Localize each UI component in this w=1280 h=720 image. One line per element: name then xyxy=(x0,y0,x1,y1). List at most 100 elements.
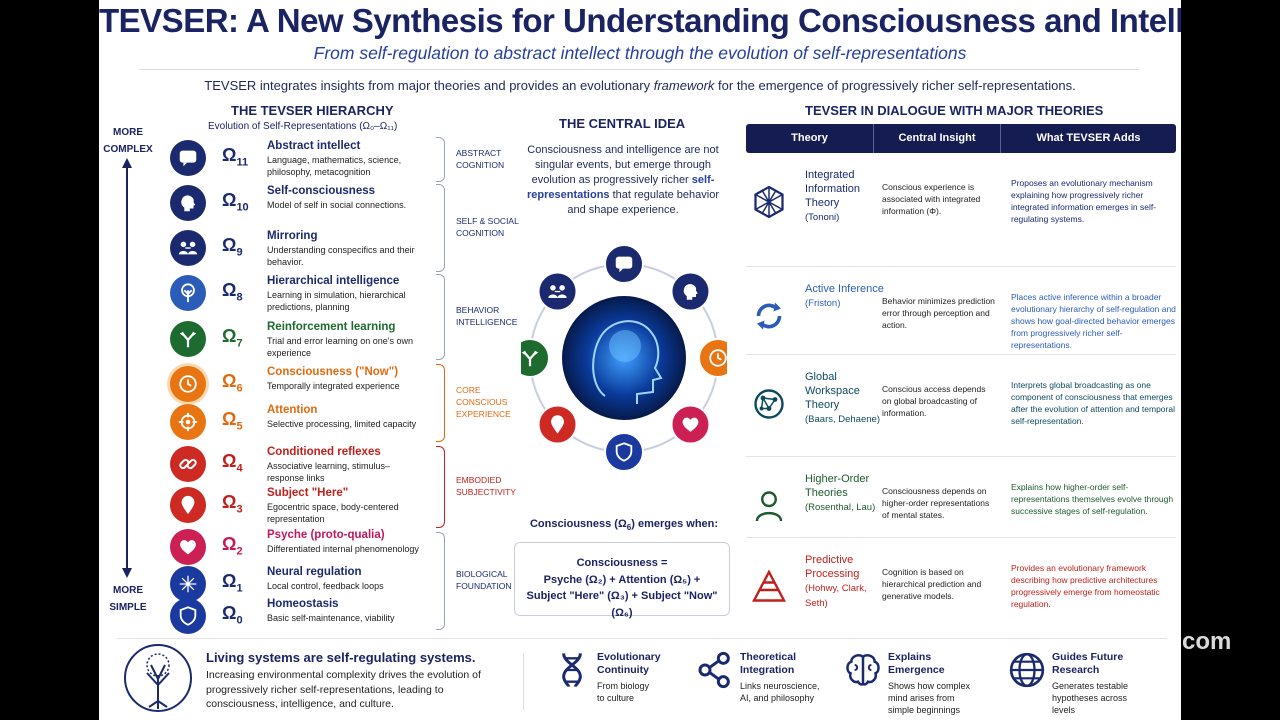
omega-subscript: 0 xyxy=(236,614,243,627)
theory-title: Higher-Order Theories xyxy=(805,473,870,499)
row-divider xyxy=(746,266,1176,267)
branching-arrow-icon xyxy=(179,331,197,348)
page-subtitle: From self-regulation to abstract intelle… xyxy=(313,43,967,63)
head-profile-icon xyxy=(683,283,698,300)
group-label: SELF & SOCIAL COGNITION xyxy=(456,216,519,238)
watermark: com xyxy=(1182,628,1232,655)
heart-icon xyxy=(180,540,196,555)
level-omega: Ω4 xyxy=(222,451,243,475)
theory-insight: Conscious access depends on global broad… xyxy=(882,384,986,418)
level-icon-circle xyxy=(170,185,206,221)
row-divider xyxy=(746,537,1176,538)
theory-title: Integrated Information Theory xyxy=(805,169,861,209)
cycle-arrows-icon xyxy=(756,302,782,330)
level-name: Mirroring xyxy=(267,230,318,242)
level-omega: Ω0 xyxy=(222,603,243,627)
shield-icon xyxy=(615,442,633,462)
pyramid-icon xyxy=(752,569,786,602)
formula-line-2: Psyche (Ω₂) + Attention (Ω₅) + xyxy=(543,573,701,586)
group-label: BIOLOGICAL FOUNDATION xyxy=(456,569,512,591)
level-description: Egocentric space, body-centered represen… xyxy=(267,502,399,524)
living-title: Living systems are self-regulating syste… xyxy=(206,650,476,665)
omega-symbol: Ω xyxy=(222,409,237,429)
theory-adds: Places active inference within a broader… xyxy=(1011,292,1176,350)
ring-node xyxy=(537,271,578,312)
network-globe-icon xyxy=(754,389,784,419)
level-name: Subject "Here" xyxy=(267,487,349,499)
col-divider xyxy=(1000,124,1001,153)
group-brace xyxy=(436,364,445,442)
emerges-label: Consciousness (Ω6) emerges when: xyxy=(519,518,729,532)
col-theory: Theory xyxy=(791,132,828,144)
level-name: Hierarchical intelligence xyxy=(267,275,400,287)
theory-authors: (Hohwy, Clark, Seth) xyxy=(805,583,867,609)
level-icon-circle xyxy=(170,487,206,523)
connected-nodes-icon xyxy=(698,651,730,689)
omega-symbol: Ω xyxy=(222,603,237,623)
theory-authors: (Tononi) xyxy=(805,212,840,223)
theory-insight: Conscious experience is associated with … xyxy=(882,182,981,216)
omega-subscript: 2 xyxy=(236,545,243,558)
feature-title: Evolutionary Continuity xyxy=(597,651,661,676)
level-icon-circle xyxy=(170,404,206,440)
theory-authors: (Baars, Dehaene) xyxy=(805,414,880,425)
omega-symbol: Ω xyxy=(222,534,237,554)
omega-subscript: 10 xyxy=(236,201,249,214)
level-name: Consciousness ("Now") xyxy=(267,366,399,378)
hierarchy-heading: THE TEVSER HIERARCHY xyxy=(231,103,394,118)
living-desc: Increasing environmental complexity driv… xyxy=(206,669,481,710)
chat-bubble-icon xyxy=(179,150,197,167)
central-text-part: Consciousness and intelligence are not s… xyxy=(527,144,719,186)
theory-name: Active Inference (Friston) xyxy=(805,282,885,311)
feature-description: From biology to culture xyxy=(597,681,650,703)
theory-table-header: Theory Central Insight What TEVSER Adds xyxy=(746,124,1176,153)
row-divider xyxy=(746,456,1176,457)
central-heading: THE CENTRAL IDEA xyxy=(559,116,686,131)
level-omega: Ω6 xyxy=(222,371,243,395)
theory-insight: Consciousness depends on higher-order re… xyxy=(882,486,990,520)
level-description: Temporally integrated experience xyxy=(267,381,400,391)
level-icon-circle xyxy=(170,230,206,266)
ring-node xyxy=(698,338,727,378)
group-label: EMBODIED SUBJECTIVITY xyxy=(456,475,516,497)
theory-authors: (Rosenthal, Lau) xyxy=(805,502,876,513)
theory-adds: Interprets global broadcasting as one co… xyxy=(1011,380,1175,426)
level-omega: Ω5 xyxy=(222,409,243,433)
group-label: ABSTRACT COGNITION xyxy=(456,147,505,170)
location-pin-icon xyxy=(551,415,564,434)
omega-subscript: 3 xyxy=(236,503,243,516)
header-divider xyxy=(139,69,1139,70)
neuron-icon xyxy=(179,575,197,593)
level-icon-circle xyxy=(170,140,206,176)
intro-part: TEVSER integrates insights from major th… xyxy=(204,78,654,93)
col-insight: Central Insight xyxy=(898,132,976,144)
level-description: Differentiated internal phenomenology xyxy=(267,544,419,554)
level-name: Abstract intellect xyxy=(267,140,361,152)
omega-symbol: Ω xyxy=(222,190,237,210)
chat-bubble-icon xyxy=(615,256,633,273)
more-simple-label: MORE SIMPLE xyxy=(109,585,147,613)
theory-adds: Proposes an evolutionary mechanism expla… xyxy=(1011,178,1157,224)
theory-adds: Explains how higher-order self-represent… xyxy=(1011,482,1174,516)
feature-title: Guides Future Research xyxy=(1052,651,1124,676)
level-name: Psyche (proto-qualia) xyxy=(267,529,385,541)
theory-insight: Behavior minimizes prediction error thro… xyxy=(882,296,995,330)
feature-description: Links neuroscience, AI, and philosophy xyxy=(740,681,820,703)
level-omega: Ω11 xyxy=(222,145,248,169)
more-complex-label: MORE COMPLEX xyxy=(103,127,153,155)
formula-line-3: Subject "Here" (Ω₃) + Subject "Now" (Ω₆) xyxy=(526,590,718,619)
omega-subscript: 6 xyxy=(236,382,243,395)
feature-description: Generates testable hypotheses across lev… xyxy=(1052,681,1129,715)
level-name: Homeostasis xyxy=(267,598,339,610)
emerges-subscript: 6 xyxy=(626,523,632,533)
col-divider xyxy=(873,124,874,153)
feature-title: Theoretical Integration xyxy=(740,651,797,676)
group-label: CORE CONSCIOUS EXPERIENCE xyxy=(456,385,511,419)
theory-title: Global Workspace Theory xyxy=(805,371,860,411)
level-description: Trial and error learning on one's own ex… xyxy=(267,336,413,358)
ring-node xyxy=(537,404,578,445)
theory-title: Active Inference xyxy=(805,283,884,295)
formula-box: Consciousness = Psyche (Ω₂) + Attention … xyxy=(514,542,730,619)
theory-authors: (Friston) xyxy=(805,298,841,309)
omega-subscript: 11 xyxy=(236,156,249,169)
